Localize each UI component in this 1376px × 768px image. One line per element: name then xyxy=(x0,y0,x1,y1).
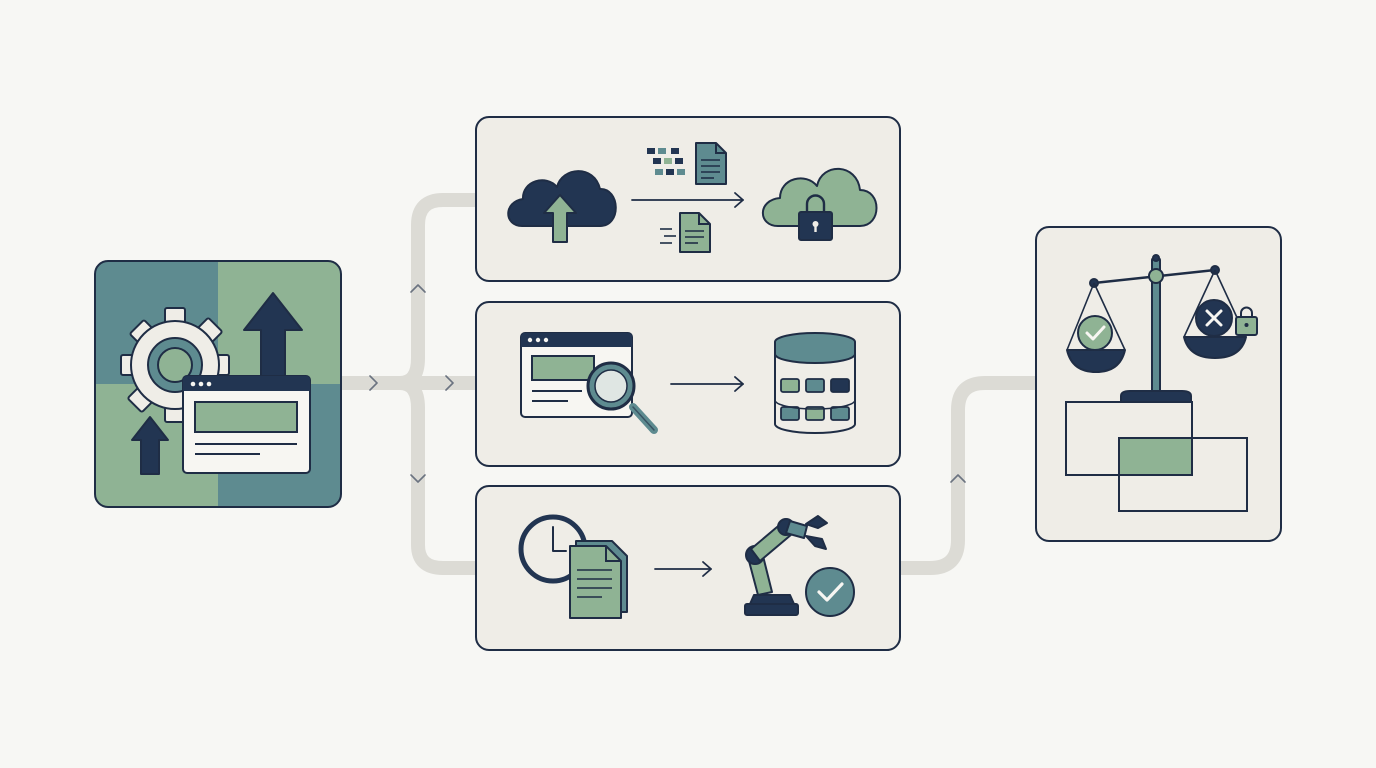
chevron-down-icon xyxy=(410,474,426,483)
overlapping-panels-icon xyxy=(1065,401,1248,512)
chevron-up-icon xyxy=(410,284,426,293)
chevron-right-icon xyxy=(369,375,378,391)
branch-node-2 xyxy=(475,301,901,467)
database-icon xyxy=(774,332,856,434)
lock-icon xyxy=(1240,306,1253,318)
source-node xyxy=(94,260,342,508)
cloud-upload-icon xyxy=(507,170,617,243)
connector-to-branch-3 xyxy=(393,376,483,575)
result-node xyxy=(1035,226,1282,542)
robot-arm-icon xyxy=(744,515,855,617)
document-icon xyxy=(695,142,727,185)
search-window-icon xyxy=(520,332,658,434)
connector-chevrons xyxy=(369,284,966,483)
upload-arrow-icon xyxy=(131,416,169,475)
app-window-icon xyxy=(182,375,311,474)
check-icon xyxy=(1077,315,1113,351)
data-bits-icon xyxy=(647,148,685,175)
balance-scale-icon xyxy=(1066,254,1258,403)
arrow-right-icon xyxy=(670,376,744,392)
branch-node-1 xyxy=(475,116,901,282)
connector-to-result xyxy=(893,376,1043,575)
arrow-right-icon xyxy=(654,561,712,577)
branch-node-3 xyxy=(475,485,901,651)
chevron-right-icon xyxy=(445,375,454,391)
lock-icon xyxy=(805,194,826,213)
scheduled-docs-icon xyxy=(518,514,628,619)
chevron-up-icon xyxy=(950,474,966,483)
secure-cloud-icon xyxy=(762,167,878,241)
check-icon xyxy=(805,567,855,617)
file-transfer-icon xyxy=(660,212,711,253)
transfer-arrow-icon xyxy=(631,192,744,208)
